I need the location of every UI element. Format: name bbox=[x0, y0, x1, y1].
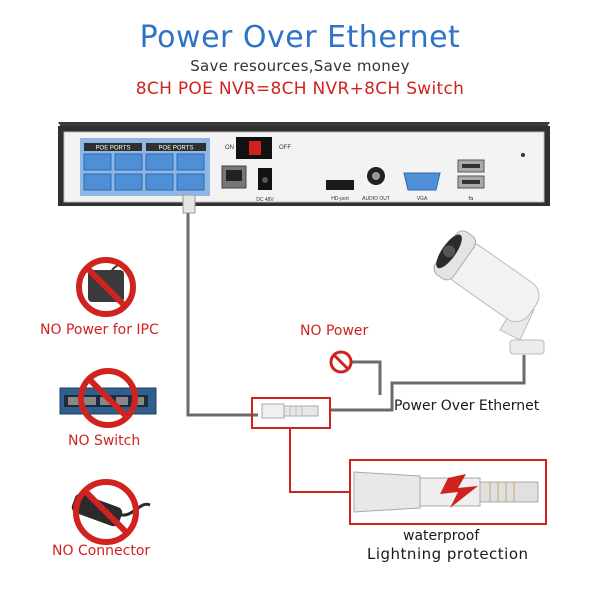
usb-icon: ⇆ bbox=[468, 195, 473, 202]
rj45-plug bbox=[182, 194, 196, 214]
red-callout-lines bbox=[251, 397, 350, 493]
poe-port[interactable] bbox=[114, 153, 143, 171]
label-no-switch: NO Switch bbox=[68, 433, 141, 449]
lightning-bolt-icon bbox=[440, 474, 478, 508]
label-no-power: NO Power bbox=[300, 323, 369, 339]
page-title: Power Over Ethernet bbox=[139, 20, 461, 55]
nvr-device: POE PORTS POE PORTS ON OFF DC 48V HD-por… bbox=[58, 122, 550, 206]
cable-to-camera bbox=[330, 355, 526, 412]
audio-label: AUDIO OUT bbox=[362, 196, 390, 202]
bullet-camera-icon bbox=[433, 230, 545, 355]
cable-no-power bbox=[346, 360, 382, 395]
on-label: ON bbox=[225, 145, 234, 151]
poe-port[interactable] bbox=[114, 173, 143, 191]
hdmi-port[interactable] bbox=[326, 180, 354, 190]
label-no-connector: NO Connector bbox=[52, 543, 151, 559]
no-switch-icon bbox=[59, 368, 157, 428]
poe-port[interactable] bbox=[176, 173, 205, 191]
vga-label: VGA bbox=[417, 196, 428, 202]
poe-port[interactable] bbox=[176, 153, 205, 171]
hdmi-label: HD-port bbox=[331, 196, 349, 202]
poe-port-block: POE PORTS POE PORTS bbox=[80, 138, 210, 196]
no-power-adapter-icon bbox=[76, 257, 136, 317]
poe-ports-label-2: POE PORTS bbox=[159, 146, 194, 152]
page-subtitle: Save resources,Save money bbox=[190, 57, 410, 75]
label-lightning-protection: Lightning protection bbox=[367, 545, 529, 563]
label-no-power-ipc: NO Power for IPC bbox=[40, 322, 159, 338]
poe-port[interactable] bbox=[145, 153, 174, 171]
headline: 8CH POE NVR=8CH NVR+8CH Switch bbox=[135, 79, 465, 99]
dc-label: DC 48V bbox=[256, 197, 274, 203]
poe-port[interactable] bbox=[145, 173, 174, 191]
label-waterproof: waterproof bbox=[403, 528, 480, 544]
vga-port[interactable] bbox=[403, 172, 441, 191]
cable-nvr-to-injector bbox=[186, 208, 258, 417]
poe-port[interactable] bbox=[83, 173, 112, 191]
poe-connector bbox=[261, 403, 319, 419]
poe-port[interactable] bbox=[83, 153, 112, 171]
no-connector-icon bbox=[71, 479, 151, 545]
no-power-small-icon bbox=[329, 350, 353, 374]
off-label: OFF bbox=[279, 145, 291, 151]
ground-screw bbox=[521, 153, 525, 157]
poe-ports-label-1: POE PORTS bbox=[96, 146, 131, 152]
cables bbox=[186, 208, 526, 417]
label-power-over-ethernet: Power Over Ethernet bbox=[394, 398, 540, 414]
